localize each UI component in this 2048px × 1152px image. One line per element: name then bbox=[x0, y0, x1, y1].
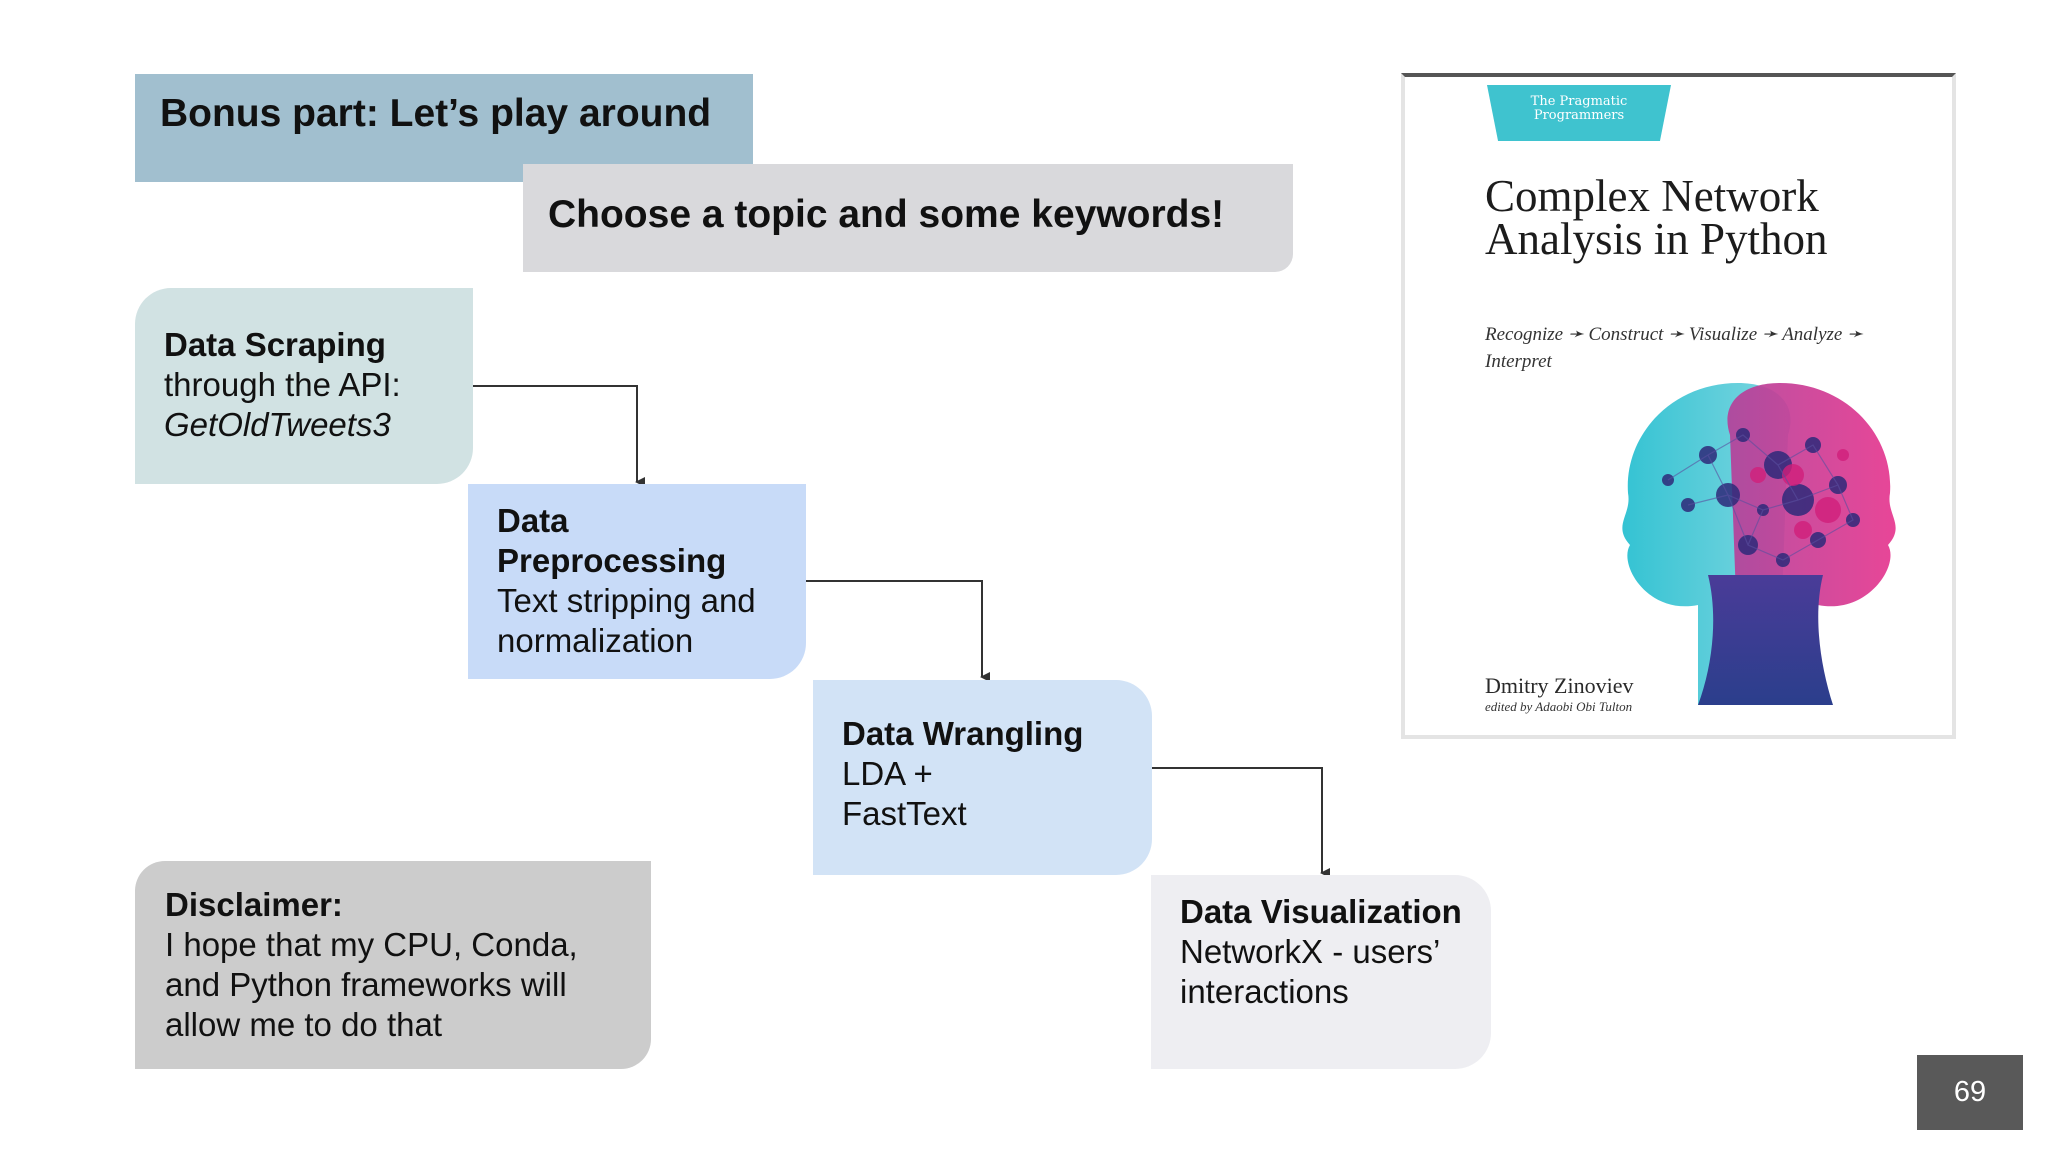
disclaimer-text: I hope that my CPU, Conda, and Python fr… bbox=[165, 926, 578, 1043]
disclaimer-box: Disclaimer: I hope that my CPU, Conda, a… bbox=[135, 861, 651, 1069]
step-data-visualization: Data Visualization NetworkX - users’ int… bbox=[1151, 875, 1491, 1069]
step-data-preprocessing: Data Preprocessing Text stripping and no… bbox=[468, 484, 806, 679]
step-data-wrangling: Data Wrangling LDA + FastText bbox=[813, 680, 1152, 875]
step-description: NetworkX - users’ interactions bbox=[1180, 933, 1440, 1010]
book-cover-image: The Pragmatic Programmers Complex Networ… bbox=[1401, 73, 1956, 739]
disclaimer-title: Disclaimer: bbox=[165, 886, 343, 923]
book-cover-illustration bbox=[1622, 383, 1896, 705]
slide-subtitle: Choose a topic and some keywords! bbox=[523, 164, 1293, 272]
step-title: Data Wrangling bbox=[842, 715, 1084, 752]
step-description: FastText bbox=[842, 795, 967, 832]
step-data-scraping: Data Scraping through the API: GetOldTwe… bbox=[135, 288, 473, 484]
step-description: GetOldTweets3 bbox=[164, 406, 391, 443]
step-title: Data Visualization bbox=[1180, 893, 1462, 930]
connector-wrangling-to-visualization bbox=[1152, 767, 1330, 878]
step-description: through the API: bbox=[164, 366, 401, 403]
connector-scraping-to-preprocessing bbox=[473, 385, 645, 487]
step-title: Data Preprocessing bbox=[497, 502, 727, 579]
connector-preprocessing-to-wrangling bbox=[806, 580, 990, 682]
step-description: LDA + bbox=[842, 755, 933, 792]
book-author: Dmitry Zinoviev bbox=[1485, 673, 1634, 698]
step-title: Data Scraping bbox=[164, 326, 386, 363]
step-description: Text stripping and normalization bbox=[497, 582, 756, 659]
page-number-badge: 69 bbox=[1917, 1055, 2023, 1130]
book-editor: edited by Adaobi Obi Tulton bbox=[1485, 699, 1633, 714]
slide-title: Bonus part: Let’s play around bbox=[135, 74, 753, 182]
book-publisher-logo: The Pragmatic Programmers bbox=[1487, 85, 1671, 141]
book-title: Complex Network Analysis in Python bbox=[1485, 171, 1828, 264]
book-tagline: Recognize ➛ Construct ➛ Visualize ➛ Anal… bbox=[1485, 324, 1864, 372]
